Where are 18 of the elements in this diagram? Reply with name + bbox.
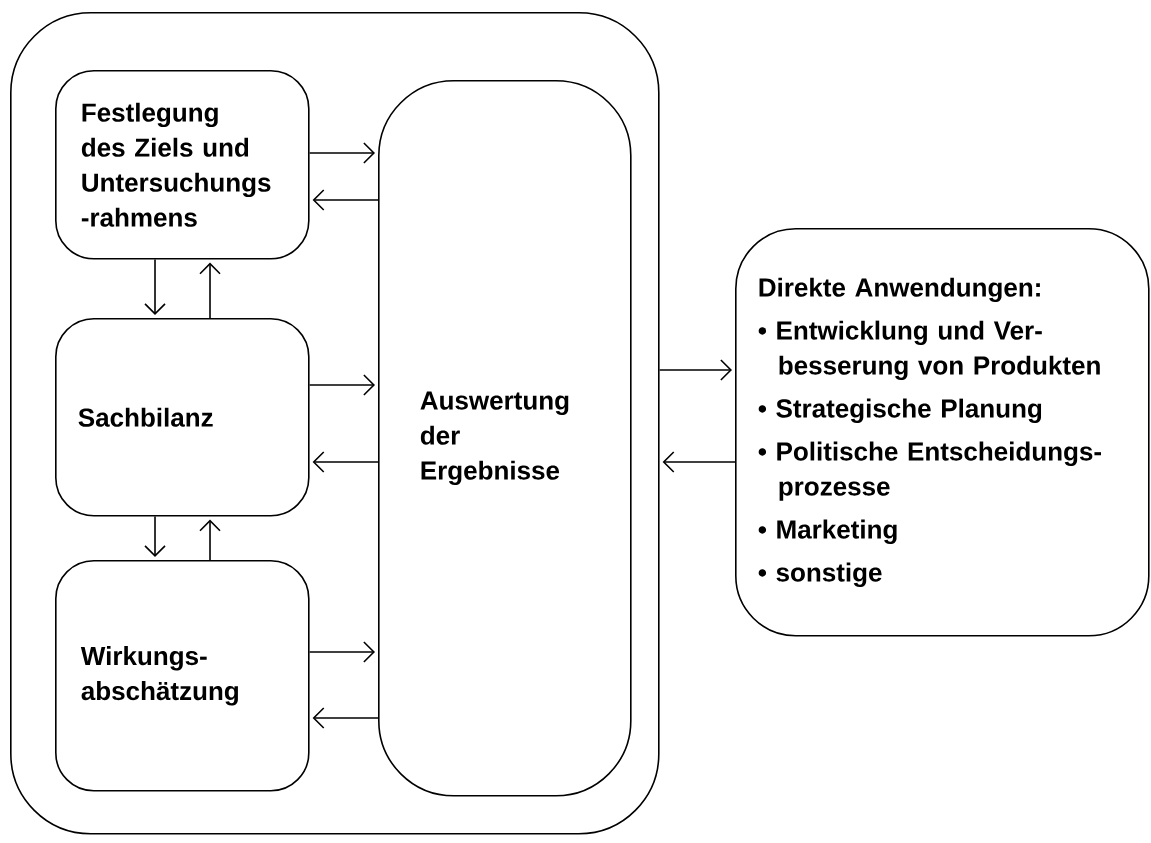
- arrow: [312, 189, 379, 211]
- process-box: Festlegung des Ziels und Untersuchungs -rahmens: [55, 70, 310, 260]
- arrow: [312, 451, 379, 473]
- process-box: Wirkungs- abschätzung: [55, 560, 310, 792]
- arrow: [144, 258, 166, 315]
- text-box: Direkte Anwendungen: • Entwicklung und Ver- besserung von Produkten • Strategische Planung • Politische Entscheidungs- prozesse • Marketing • sonstige: [735, 228, 1150, 637]
- process-box: Sachbilanz: [55, 318, 310, 517]
- arrow: [312, 707, 379, 729]
- arrow: [662, 451, 736, 473]
- arrow: [199, 262, 221, 319]
- arrow: [658, 359, 732, 381]
- arrow: [308, 374, 375, 396]
- arrow: [199, 519, 221, 561]
- arrow: [308, 641, 375, 663]
- process-box: Auswertung der Ergebnisse: [378, 80, 632, 797]
- frame-box: [10, 12, 660, 835]
- arrow: [144, 515, 166, 557]
- arrow: [308, 142, 375, 164]
